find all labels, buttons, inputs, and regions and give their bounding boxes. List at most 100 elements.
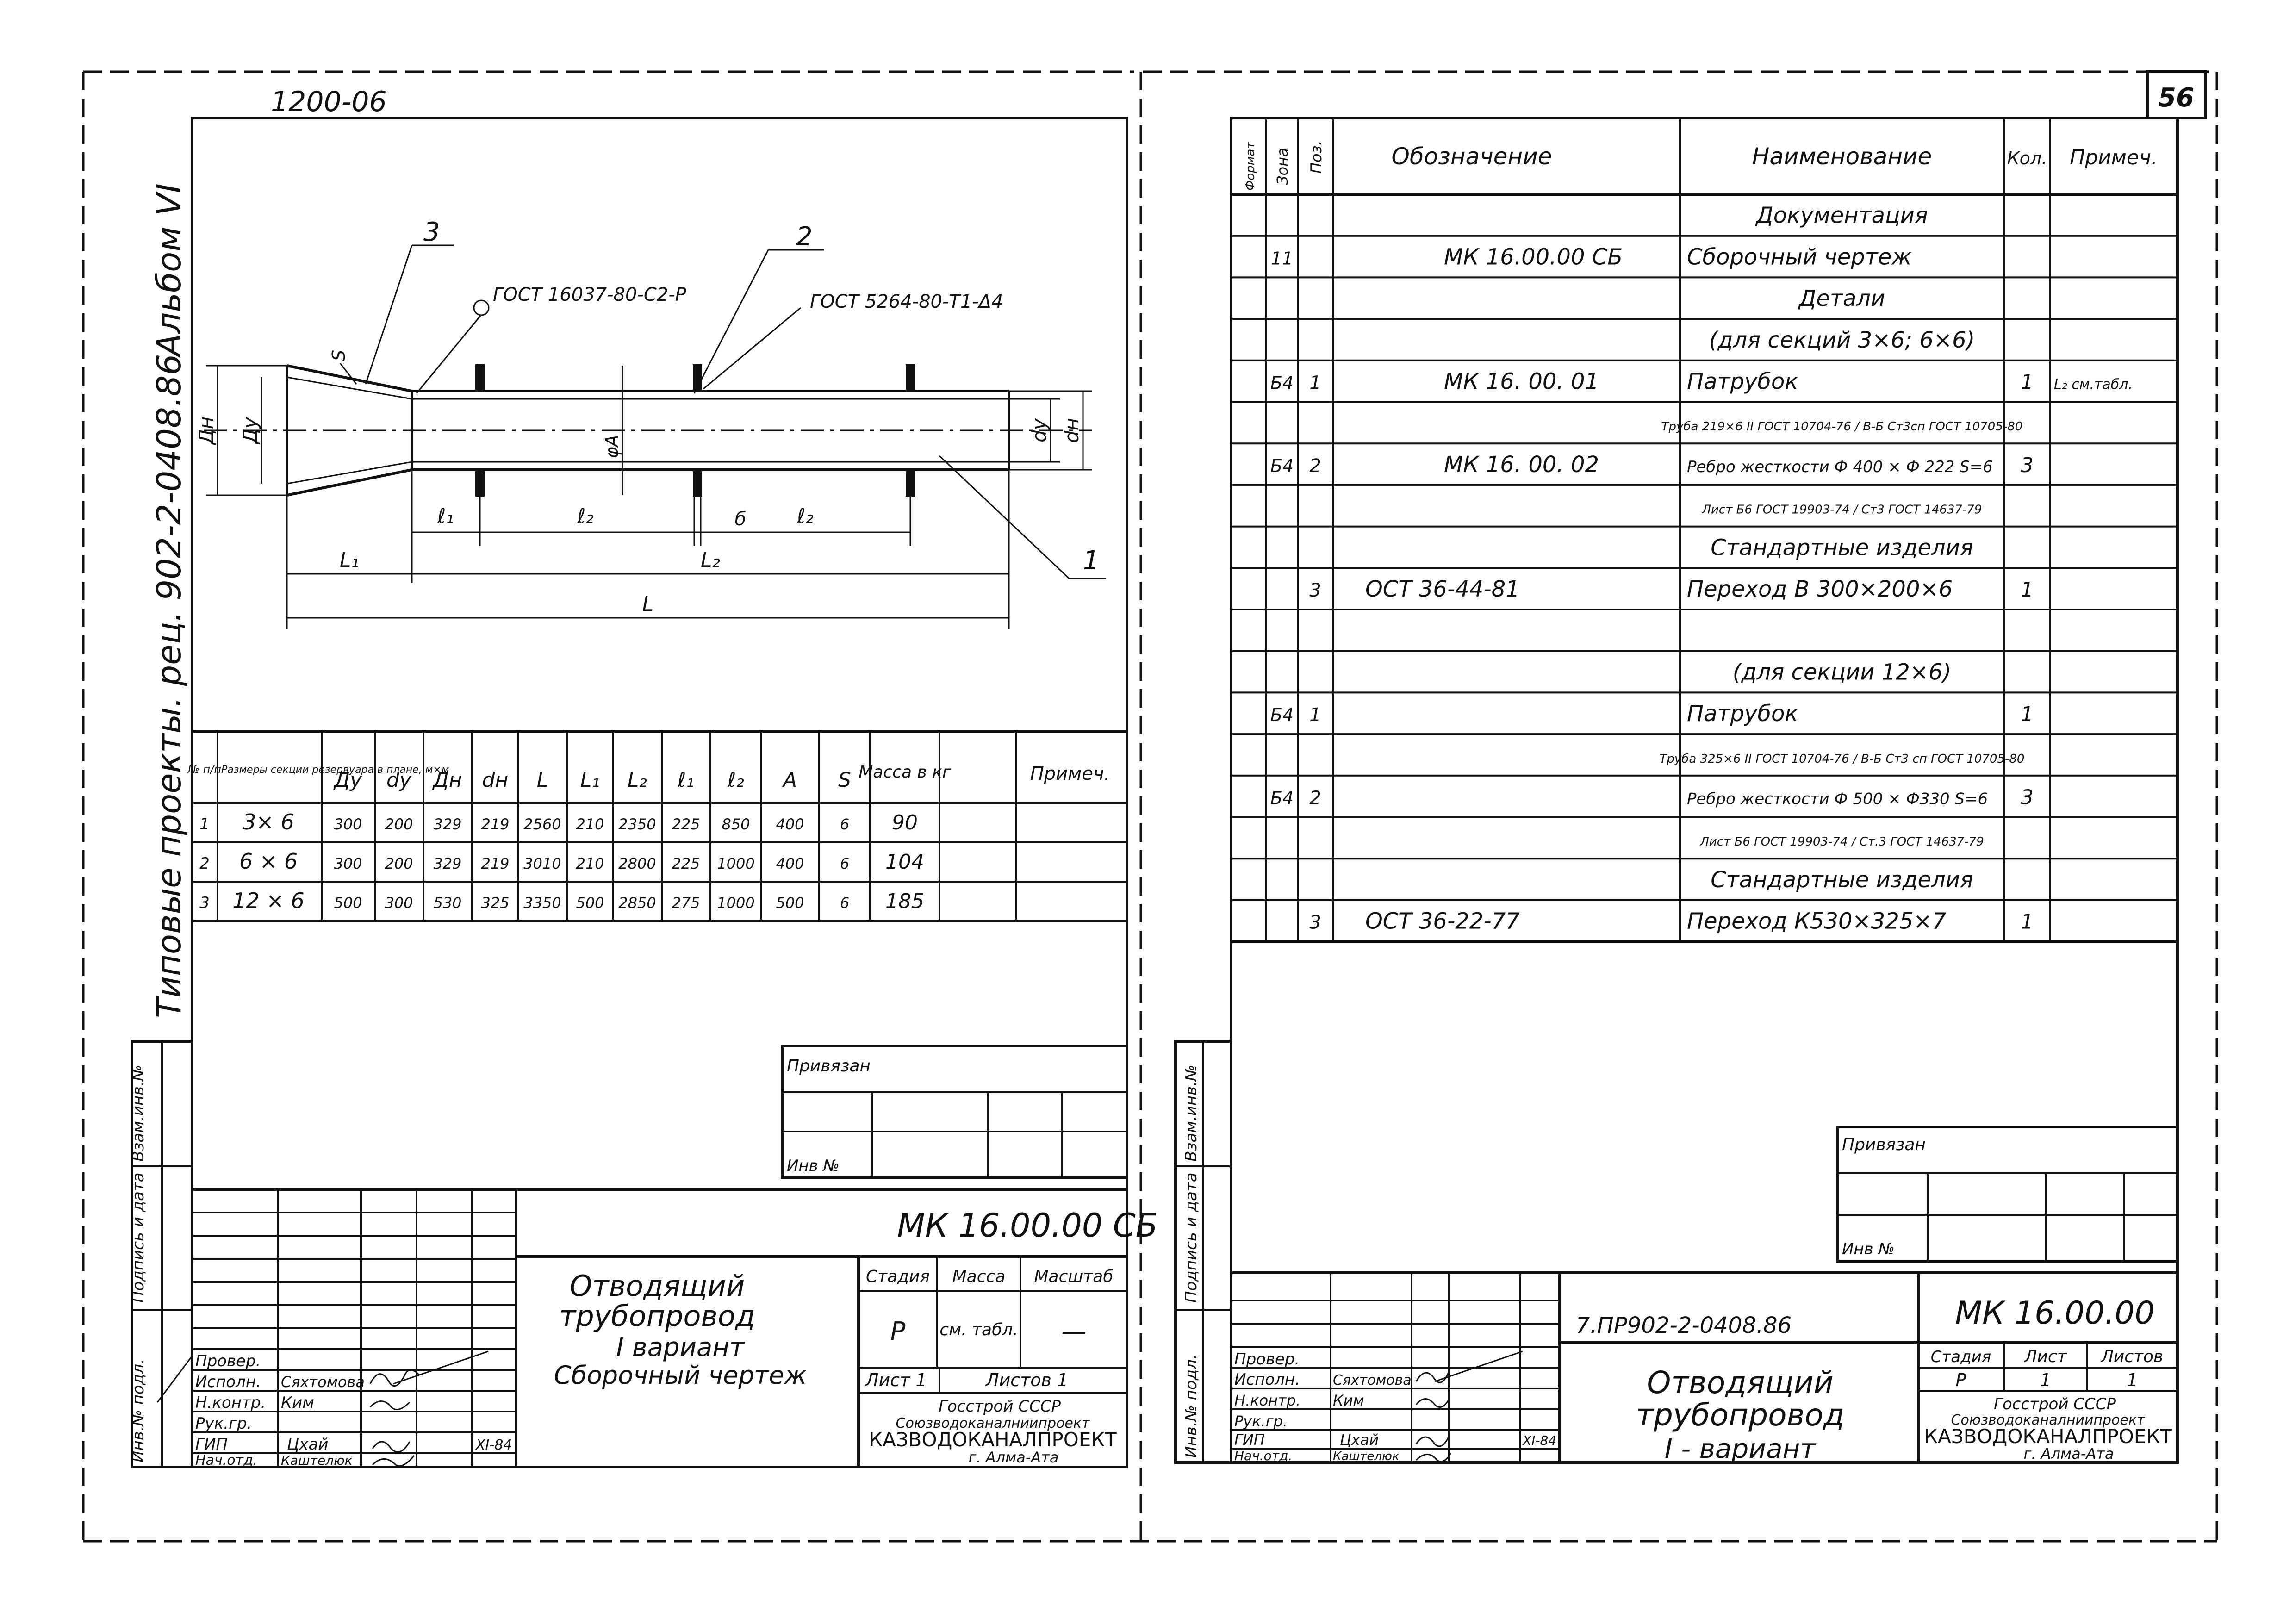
table-cell-r1-c3: 200: [385, 815, 413, 833]
dim-dy-left: Ду: [239, 417, 261, 445]
table-cell-r2-c1: 6 × 6: [239, 849, 298, 874]
left-side-stamp-sign: Подпись и дата: [129, 1172, 148, 1303]
table-cell-r1-c1: 3× 6: [243, 809, 294, 834]
spec-row-pos-4: 1: [1309, 373, 1321, 394]
right-stadia-value: Р: [1956, 1370, 1966, 1390]
table-header-S: S: [838, 768, 851, 792]
left-signatures: [156, 1350, 489, 1467]
left-date: XI-84: [475, 1437, 512, 1453]
spec-row-name-0: Документация: [1755, 203, 1928, 229]
left-org-2: Союзводоканалниипроект: [896, 1415, 1091, 1431]
callout-3: 3: [423, 217, 440, 247]
right-role-1: Исполн.: [1234, 1370, 1300, 1389]
table-header-no: № п/п: [187, 763, 221, 776]
gost-weld-1: ГОСТ 16037-80-С2-Р: [493, 284, 687, 305]
table-cell-r3-c2: 500: [334, 894, 362, 912]
right-role-2: Н.контр.: [1234, 1392, 1300, 1409]
gost-weld-2: ГОСТ 5264-80-Т1-Δ4: [810, 291, 1003, 312]
spec-row-name-16: Стандартные изделия: [1711, 867, 1973, 893]
callout-1: 1: [1083, 546, 1100, 576]
table-cell-r2-c3: 200: [385, 855, 413, 872]
table-cell-r2-c13: 104: [885, 850, 924, 874]
table-cell-r3-c9: 275: [672, 894, 700, 912]
right-role-5: Нач.отд.: [1234, 1448, 1292, 1463]
right-listov-label: Листов: [2100, 1347, 2163, 1366]
spec-row-name-15: Лист Б6 ГОСТ 19903-74 / Ст.3 ГОСТ 14637-…: [1699, 835, 1984, 849]
right-title-3: I - вариант: [1665, 1433, 1817, 1464]
table-header-size: Размеры секции резервуара в плане, м×м: [221, 764, 449, 776]
right-privyazan-label: Привязан: [1842, 1135, 1926, 1154]
table-cell-r3-c7: 500: [576, 894, 604, 912]
spec-row-kol-12: 1: [2021, 703, 2034, 726]
spec-header-kol: Кол.: [2007, 148, 2047, 168]
right-signatures: [1415, 1350, 1523, 1462]
spec-row-name-2: Детали: [1798, 286, 1885, 311]
right-title-block: [1231, 1271, 2177, 1462]
right-name-5: Каштелюк: [1333, 1450, 1400, 1463]
left-stadia-label: Стадия: [866, 1267, 930, 1286]
right-inv-label: Инв №: [1842, 1240, 1895, 1258]
left-massa-label: Масса: [952, 1267, 1006, 1286]
table-header-note: Примеч.: [1030, 763, 1110, 784]
table-cell-r2-c4: 329: [433, 855, 461, 872]
left-name-4: Цхай: [287, 1435, 328, 1454]
left-org-1: Госстрой СССР: [939, 1397, 1061, 1416]
spec-row-name-17: Переход К530×325×7: [1687, 908, 1947, 934]
left-side-stamp-vzam: Взам.инв.№: [129, 1065, 148, 1162]
table-header-l2: ℓ₂: [727, 768, 744, 792]
left-side-stamp-inv: Инв.№ подл.: [129, 1359, 148, 1462]
left-list-label: Лист 1: [865, 1370, 927, 1390]
left-role-2: Н.контр.: [195, 1394, 266, 1412]
spec-table: [1231, 118, 2177, 943]
dim-phi-a: φА: [602, 435, 622, 458]
right-org-4: г. Алма-Ата: [2024, 1445, 2114, 1462]
table-cell-r3-c11: 500: [776, 894, 804, 912]
right-name-1: Сяхтомова: [1333, 1372, 1412, 1388]
spec-row-format-4: Б4: [1270, 373, 1294, 393]
left-role-5: Нач.отд.: [195, 1452, 257, 1468]
table-cell-r2-c0: 2: [199, 854, 210, 873]
table-cell-r1-c8: 2350: [618, 815, 656, 833]
right-code: МК 16.00.00: [1955, 1295, 2154, 1332]
spec-row-pos-9: 3: [1309, 580, 1321, 601]
table-cell-r2-c2: 300: [334, 855, 362, 872]
dim-L1: L₁: [340, 548, 359, 572]
table-cell-r2-c5: 219: [481, 855, 509, 872]
left-title-1: Отводящий: [570, 1269, 745, 1303]
spec-row-name-5: Труба 219×6 II ГОСТ 10704-76 / В-Б Ст3сп…: [1661, 420, 2023, 434]
right-title-1: Отводящий: [1647, 1365, 1834, 1400]
left-sheet: Инв.№ подл. Подпись и дата Взам.инв.№ 12…: [129, 86, 1158, 1468]
dim-b: б: [735, 509, 747, 530]
table-cell-r1-c2: 300: [334, 815, 362, 833]
right-name-4: Цхай: [1340, 1431, 1379, 1449]
spec-row-pos-14: 2: [1309, 788, 1321, 809]
table-cell-r3-c0: 3: [199, 894, 210, 912]
spec-row-format-12: Б4: [1270, 705, 1294, 725]
table-header-dn: Дн: [432, 768, 462, 792]
spec-header-format: Формат: [1244, 142, 1257, 191]
spec-row-designation-6: МК 16. 00. 02: [1444, 452, 1599, 478]
callout-2: 2: [796, 222, 813, 252]
spec-header-note: Примеч.: [2070, 146, 2158, 169]
spec-header-poz: Поз.: [1307, 141, 1325, 174]
spec-row-format-6: Б4: [1270, 456, 1294, 476]
right-list-label: Лист: [2023, 1347, 2067, 1366]
spec-row-name-6: Ребро жесткости Ф 400 × Ф 222 S=6: [1687, 458, 1993, 476]
right-sheet: 56 Инв.№ подл. Подпись и дата Взам.инв.№…: [1174, 70, 2207, 1464]
table-cell-r3-c1: 12 × 6: [232, 888, 305, 913]
table-cell-r1-c6: 2560: [523, 815, 561, 833]
sheet-frames: [82, 70, 2218, 1543]
dim-s: S: [329, 350, 349, 361]
right-side-stamp-inv: Инв.№ подл.: [1182, 1354, 1201, 1458]
table-cell-r3-c12: 6: [840, 894, 849, 912]
right-role-4: ГИП: [1234, 1431, 1265, 1449]
left-name-5: Каштелюк: [281, 1453, 353, 1468]
left-name-2: Ким: [281, 1394, 314, 1412]
table-header-L2: L₂: [628, 768, 647, 792]
table-header-L1: L₁: [580, 768, 600, 792]
spec-row-name-8: Стандартные изделия: [1711, 535, 1973, 560]
right-page-number: 56: [2158, 83, 2194, 113]
spec-row-kol-4: 1: [2021, 371, 2034, 394]
spec-row-name-4: Патрубок: [1687, 369, 1798, 395]
